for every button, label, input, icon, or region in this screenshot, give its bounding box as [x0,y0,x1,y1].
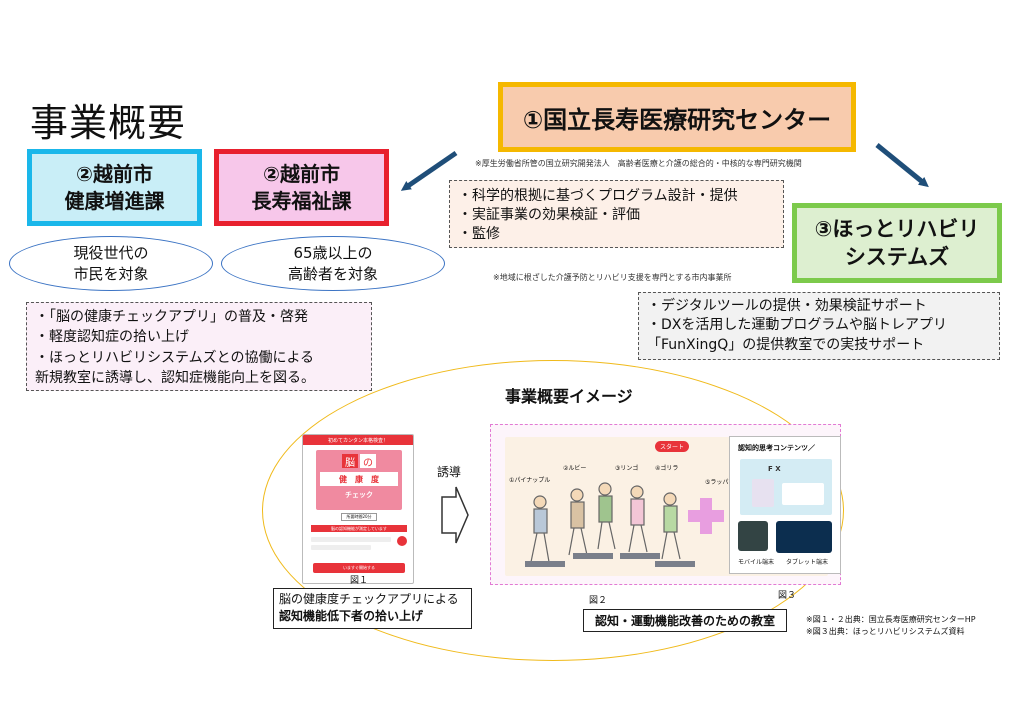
fig1-caption-line2: 認知機能低下者の拾い上げ [279,608,424,623]
fig3-mobile-icon [738,521,768,551]
fig1-info: 脳の認知機能が測定しています [311,525,407,532]
center3-item: 「FunXingQ」の提供教室での実技サポート [647,336,925,353]
source-note: ※図１・２出典：国立長寿医療研究センターHP [806,615,976,624]
fig3-tablet-icon [776,521,832,553]
center2b-target-line1: 65歳以上の [293,244,373,263]
center2b-target-line2: 高齢者を対象 [287,264,378,283]
fig2-fruit-label: ②ルビー [563,465,587,472]
fig1-badge1: 脳 [342,454,358,469]
induce-arrow-icon [441,486,469,544]
center1-note: ※厚生労働省所管の国立研究開発法人 高齢者医療と介護の総合的・中核的な専門研究機… [475,159,802,168]
center2-list: ・「脳の健康チェックアプリ」の普及・啓発 ・軽度認知症の拾い上げ ・ほっとリハビ… [26,302,372,391]
center2a-target-line2: 市民を対象 [73,264,149,283]
center2a-target: 現役世代の 市民を対象 [9,236,213,291]
center3-item: ・デジタルツールの提供・効果検証サポート [647,298,927,314]
center2b-line2: 長寿福祉課 [251,188,352,213]
fig1-app-screen: 初めてカンタン本格検査！ 脳 の 健 康 度 チェック 所要時間20分 脳の認知… [302,434,414,584]
center1-item: ・科学的根拠に基づくプログラム設計・提供 [458,188,738,204]
center1-box: ①国立長寿医療研究センター [498,82,856,152]
plus-icon [688,498,724,534]
fig1-caption: 脳の健康度チェックアプリによる 認知機能低下者の拾い上げ [273,588,472,629]
center2a-line2: 健康増進課 [64,188,165,213]
center3-item: ・DXを活用した運動プログラムや脳トレアプリ [647,317,947,334]
fig2-fruit-label: ⑤ラッパ [705,479,729,486]
center3-line2: システムズ [844,245,950,269]
fig1-time: 所要時間20分 [341,513,377,521]
fig3-monitor: F X [740,459,832,515]
center3-box: ③ほっとリハビリ システムズ [792,203,1002,283]
center2b-target: 65歳以上の 高齢者を対象 [221,236,445,291]
center3-list: ・デジタルツールの提供・効果検証サポート ・DXを活用した運動プログラムや脳トレ… [638,292,1000,360]
center1-label: ①国立長寿医療研究センター [522,105,832,134]
image-section-title: 事業概要イメージ [505,387,633,406]
fig2-fruit-label: ③リンゴ [615,465,639,472]
center1-list: ・科学的根拠に基づくプログラム設計・提供 ・実証事業の効果検証・評価 ・監修 [449,180,784,248]
induce-label: 誘導 [437,465,462,479]
fig3-mobile-label: モバイル端末 [738,559,775,566]
center2-item: ・「脳の健康チェックアプリ」の普及・啓発 [35,309,308,325]
fig2-label: 図２ [589,596,608,606]
fig3-tablet-label: タブレット端末 [786,559,829,566]
center1-item: ・監修 [458,225,500,242]
fig3-logo: F X [768,465,781,473]
fig2-people-icon [525,482,695,567]
fig1-app-icon [397,536,407,546]
fig2-fruit-label: ①パイナップル [509,477,551,484]
fig1-text-line [311,537,391,542]
fig2-caption: 認知・運動機能改善のための教室 [583,609,787,632]
center3-note: ※地域に根ざした介護予防とリハビリ支援を専門とする市内事業所 [493,273,732,282]
fig3-digital-content: 認知的思考コンテンツ／ F X モバイル端末 タブレット端末 [729,436,841,574]
source-note: ※図３出典：ほっとリハビリシステムズ資料 [806,627,965,637]
fig1-card: 脳 の 健 康 度 チェック [316,450,402,510]
fig1-text-line [311,545,371,550]
center2b-line1: ②越前市 [263,161,340,186]
arrow-to-hotrehab [875,143,929,188]
image-section-ellipse [262,360,844,661]
page-title: 事業概要 [30,101,187,145]
fig1-check: チェック [345,491,373,499]
center2a-line1: ②越前市 [76,161,153,186]
fig3-panel [782,483,824,505]
center2-item: ・ほっとリハビリシステムズとの協働による [35,349,315,366]
source-notes: ※図１・２出典：国立長寿医療研究センターHP ※図３出典：ほっとリハビリシステム… [806,614,976,639]
fig1-header: 初めてカンタン本格検査！ [303,435,413,445]
center3-line1: ③ほっとリハビリ [814,216,980,241]
center2b-box: ②越前市 長寿福祉課 [214,149,389,226]
center2-item: 新規教室に誘導し、認知症機能向上を図る。 [35,369,315,386]
fig3-header: 認知的思考コンテンツ／ [738,444,815,452]
fig3-person-icon [752,479,774,507]
fig1-badge2: の [360,454,376,469]
center2a-box: ②越前市 健康増進課 [27,149,202,226]
fig1-caption-line1: 脳の健康度チェックアプリによる [279,592,459,606]
fig2-fruit-label: ④ゴリラ [655,465,679,472]
fig1-start-button: いますぐ開始する [313,563,405,573]
center2-item: ・軽度認知症の拾い上げ [35,329,189,346]
fig1-word: 健 康 度 [320,472,398,486]
fig2-start-badge: スタート [655,441,690,452]
fig1-label: 図１ [350,576,369,586]
center2a-target-line1: 現役世代の [73,244,149,263]
center1-item: ・実証事業の効果検証・評価 [458,206,640,223]
arrow-to-city [400,150,458,191]
fig3-label: 図３ [778,591,797,601]
